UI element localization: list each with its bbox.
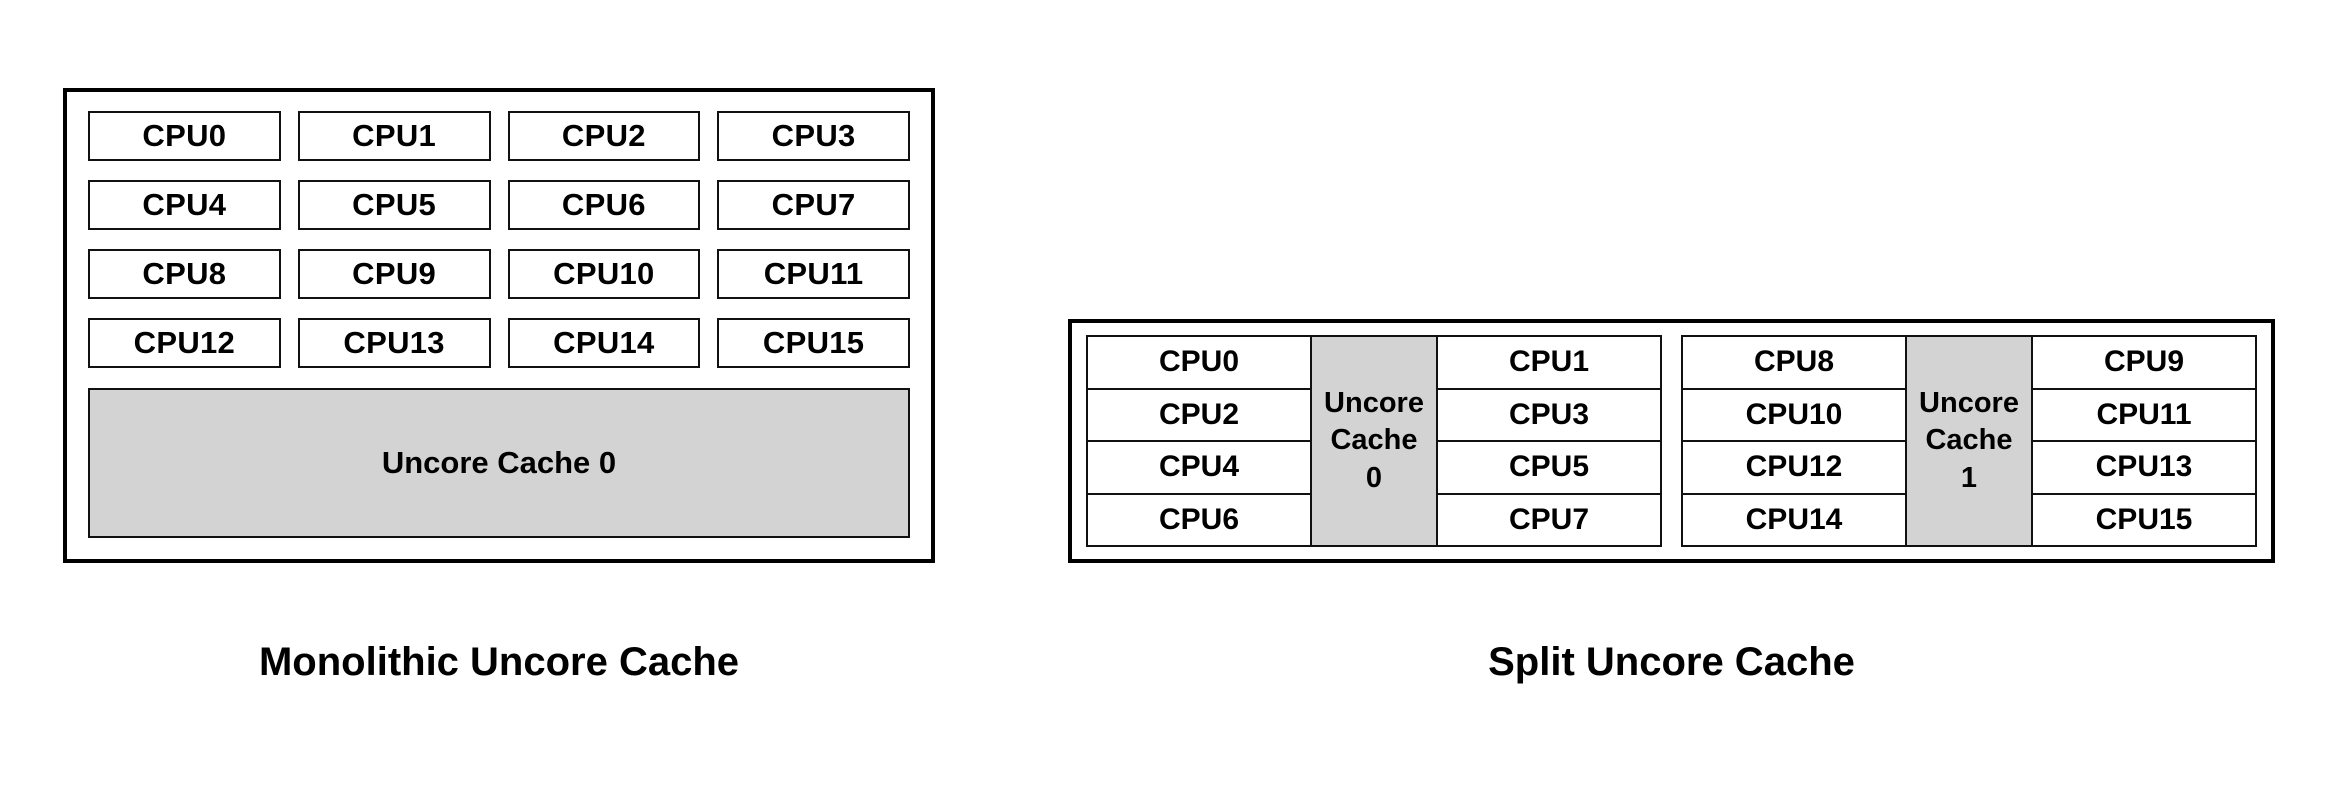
cpu-cell-c0-l3: CPU6 [1088, 494, 1310, 545]
cpu-cell-c1-l2: CPU12 [1683, 442, 1905, 495]
cluster-1-right-cpu-column: CPU9 CPU11 CPU13 CPU15 [2033, 337, 2255, 545]
cpu-box-2: CPU2 [507, 111, 701, 161]
cpu-cell-c1-l3: CPU14 [1683, 494, 1905, 545]
cpu-cell-c0-r0: CPU1 [1438, 337, 1660, 390]
cpu-cell-c0-l1: CPU2 [1088, 389, 1310, 442]
cpu-box-1: CPU1 [297, 111, 491, 161]
cpu-cell-c1-l1: CPU10 [1683, 389, 1905, 442]
cpu-cell-c0-r1: CPU3 [1438, 389, 1660, 442]
cpu-cell-c1-r0: CPU9 [2033, 337, 2255, 390]
cpu-box-4: CPU4 [88, 180, 281, 230]
cpu-box-6: CPU6 [507, 180, 701, 230]
cpu-box-3: CPU3 [717, 111, 910, 161]
uncore-cache-1-line1: Uncore [1919, 387, 2019, 420]
cpu-cell-c1-r3: CPU15 [2033, 494, 2255, 545]
cpu-box-12: CPU12 [88, 318, 281, 368]
cluster-1-left-cpu-column: CPU8 CPU10 CPU12 CPU14 [1683, 337, 1905, 545]
cpu-cell-c0-l0: CPU0 [1088, 337, 1310, 390]
cpu-cell-c1-r1: CPU11 [2033, 389, 2255, 442]
cluster-0-right-cpu-column: CPU1 CPU3 CPU5 CPU7 [1438, 337, 1660, 545]
split-socket-frame: CPU0 CPU2 CPU4 CPU6 Uncore Cache 0 CPU1 … [1068, 319, 2275, 563]
uncore-cache-0-block: Uncore Cache 0 [1310, 337, 1438, 545]
cpu-box-13: CPU13 [297, 318, 491, 368]
cpu-cell-c0-r2: CPU5 [1438, 442, 1660, 495]
uncore-cache-0-block: Uncore Cache 0 [88, 388, 910, 538]
uncore-cache-0-line1: Uncore [1324, 387, 1424, 420]
monolithic-uncore-cache-diagram: CPU0 CPU1 CPU2 CPU3 CPU4 CPU5 CPU6 CPU7 … [63, 88, 935, 563]
caption-monolithic-uncore-cache: Monolithic Uncore Cache [258, 640, 740, 684]
cpu-box-14: CPU14 [507, 318, 701, 368]
uncore-cache-0-line2: Cache [1330, 424, 1418, 457]
uncore-cache-0-line3: 0 [1365, 461, 1383, 494]
caption-split-uncore-cache: Split Uncore Cache [1488, 640, 1855, 684]
uncore-cache-1-line2: Cache [1925, 424, 2013, 457]
uncore-cache-1-line3: 1 [1960, 461, 1978, 494]
uncore-cache-1-block: Uncore Cache 1 [1905, 337, 2033, 545]
cluster-1: CPU8 CPU10 CPU12 CPU14 Uncore Cache 1 CP… [1681, 335, 2257, 547]
cpu-box-0: CPU0 [88, 111, 281, 161]
cpu-box-15: CPU15 [717, 318, 910, 368]
monolithic-cpu-grid: CPU0 CPU1 CPU2 CPU3 CPU4 CPU5 CPU6 CPU7 … [88, 111, 910, 368]
cluster-0: CPU0 CPU2 CPU4 CPU6 Uncore Cache 0 CPU1 … [1086, 335, 1662, 547]
cpu-cell-c1-l0: CPU8 [1683, 337, 1905, 390]
cpu-box-10: CPU10 [507, 249, 701, 299]
cpu-cell-c1-r2: CPU13 [2033, 442, 2255, 495]
monolithic-socket-frame: CPU0 CPU1 CPU2 CPU3 CPU4 CPU5 CPU6 CPU7 … [63, 88, 935, 563]
split-uncore-cache-diagram: CPU0 CPU2 CPU4 CPU6 Uncore Cache 0 CPU1 … [1068, 319, 2275, 563]
cluster-0-left-cpu-column: CPU0 CPU2 CPU4 CPU6 [1088, 337, 1310, 545]
cpu-box-11: CPU11 [717, 249, 910, 299]
cpu-box-7: CPU7 [717, 180, 910, 230]
cpu-cell-c0-l2: CPU4 [1088, 442, 1310, 495]
cpu-cell-c0-r3: CPU7 [1438, 494, 1660, 545]
cpu-box-5: CPU5 [297, 180, 491, 230]
cpu-box-9: CPU9 [297, 249, 491, 299]
cpu-box-8: CPU8 [88, 249, 281, 299]
